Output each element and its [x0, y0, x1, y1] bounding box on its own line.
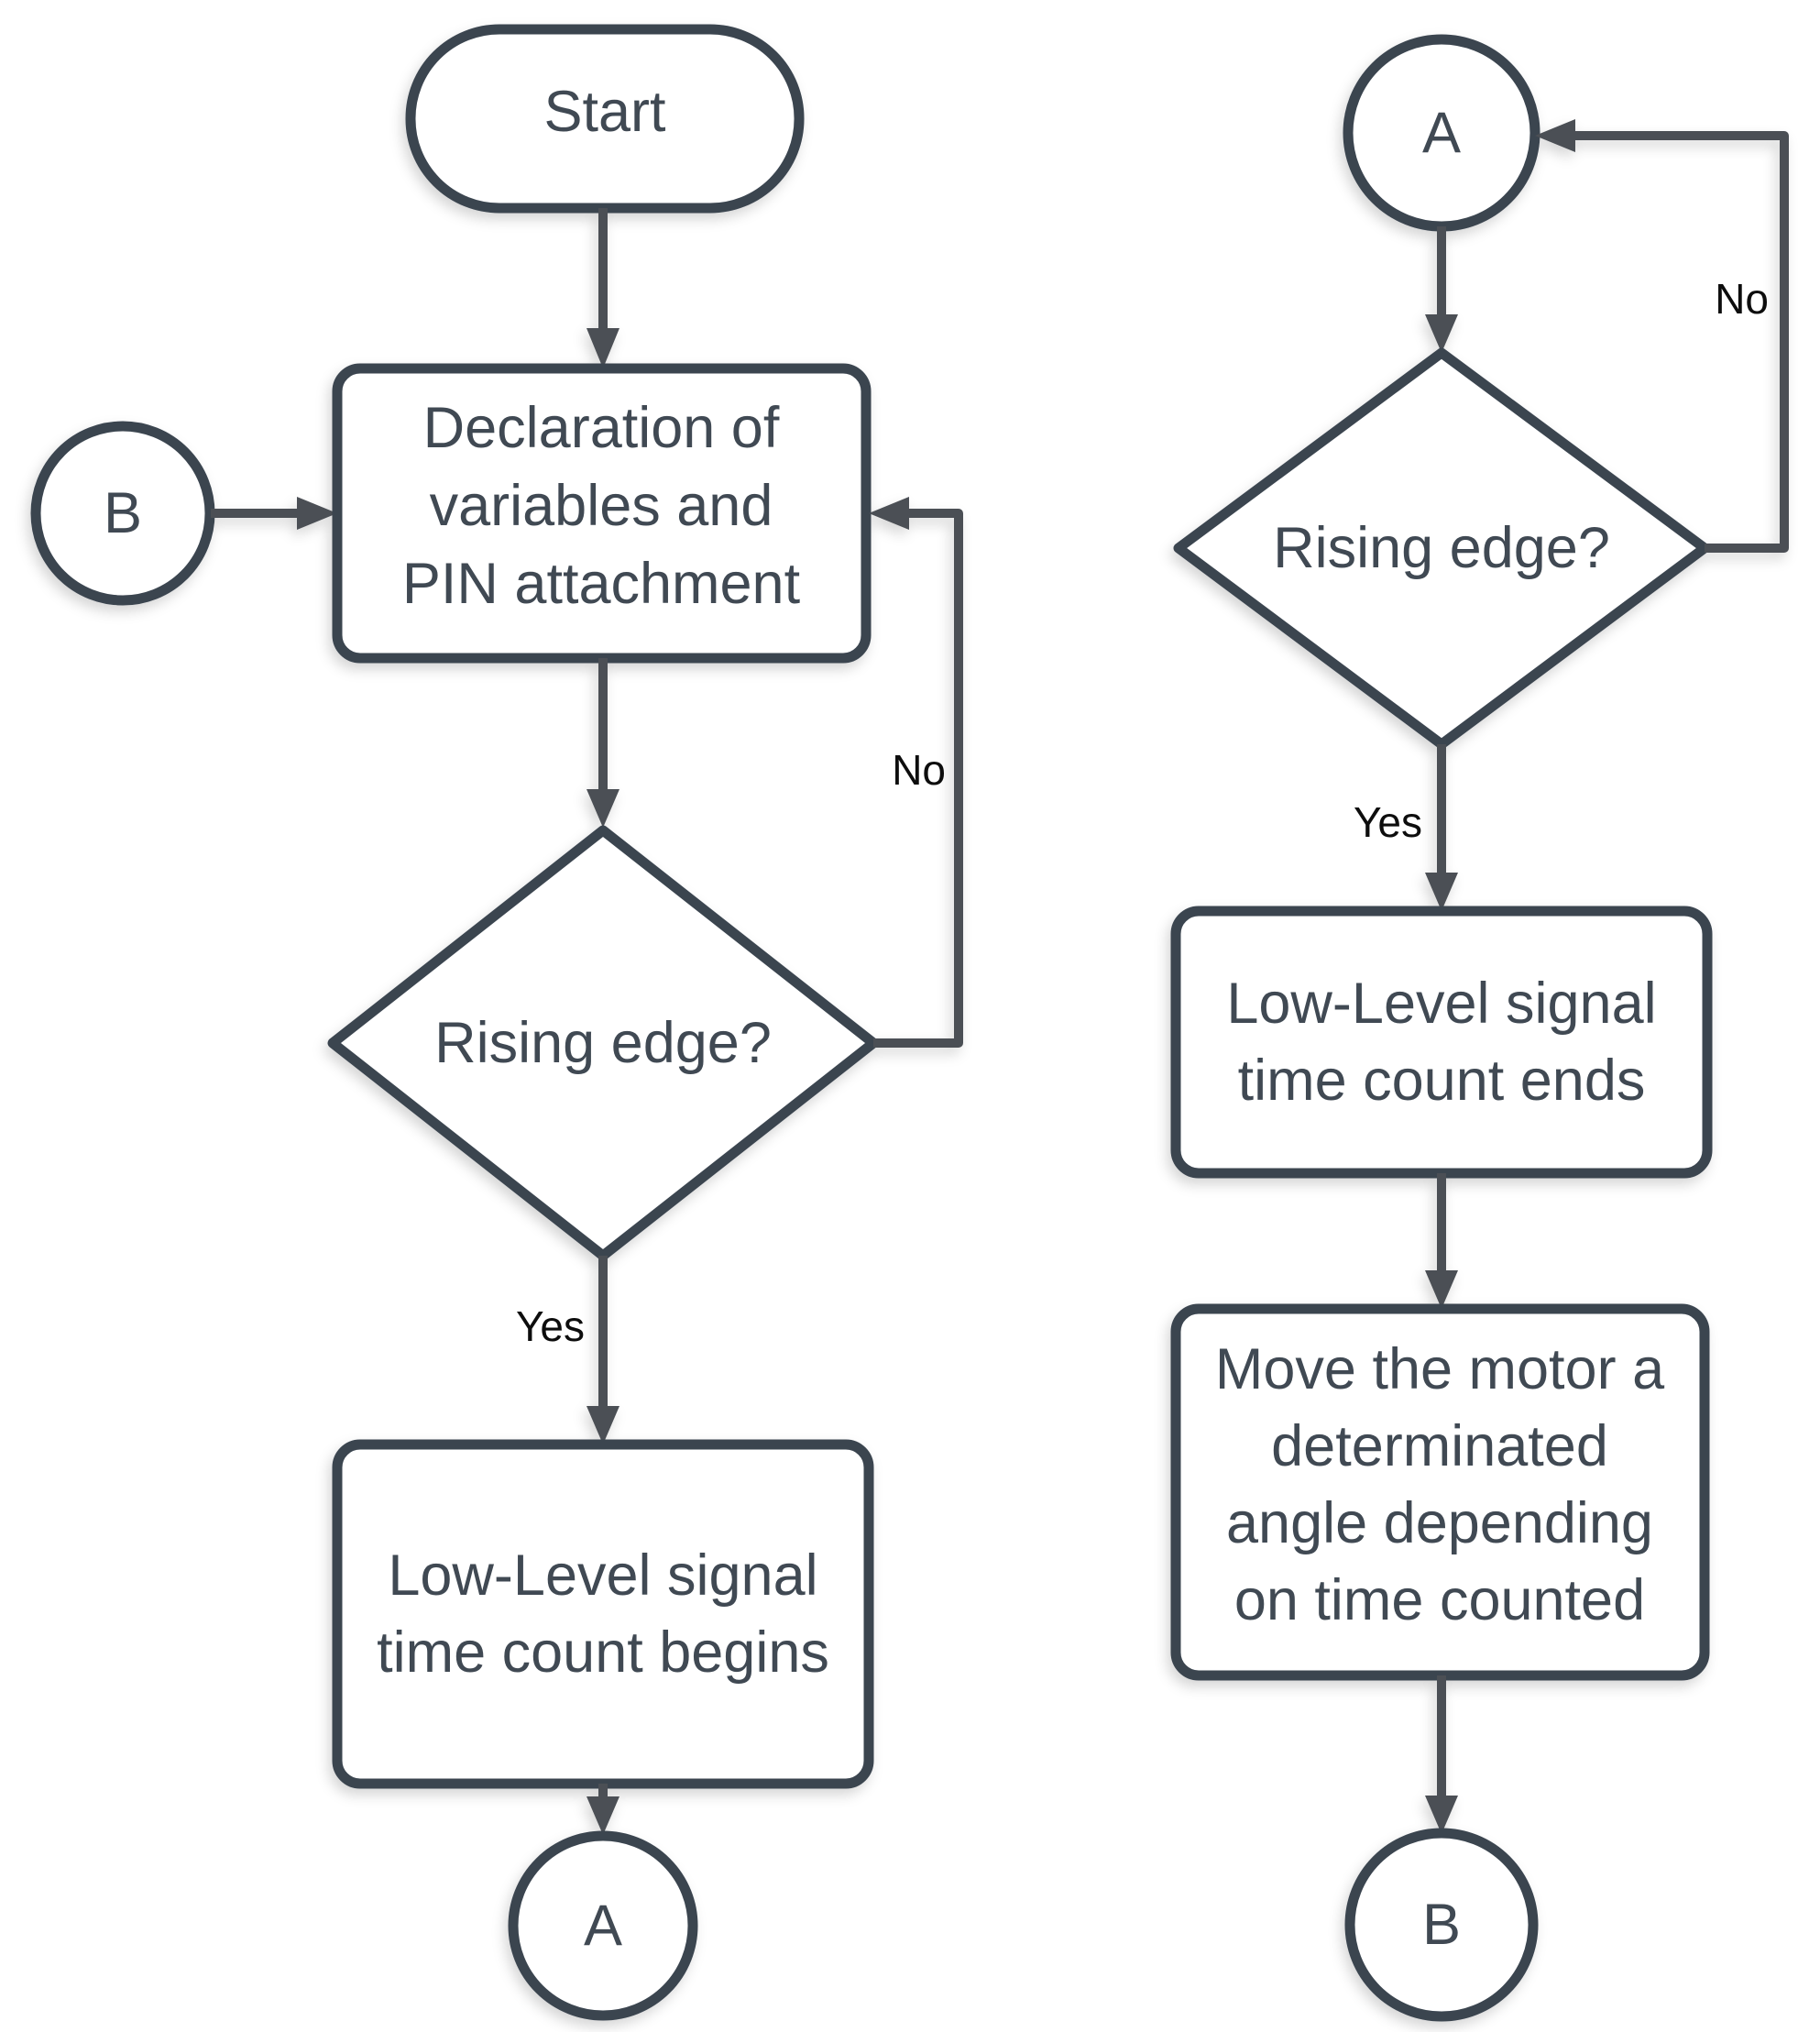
no-edge-label-left: No [892, 746, 946, 794]
arrowhead-into-decision-right-top [1425, 314, 1458, 353]
rising-edge-label-left: Rising edge? [434, 1011, 772, 1075]
offpage-b-circle-bottom-right [1344, 1828, 1539, 2022]
arrowhead-into-declaration-top [587, 328, 619, 368]
no-loop-left [873, 509, 963, 1048]
arrowhead-into-lowlevel-ends [1425, 873, 1458, 911]
start-label: Start [543, 80, 666, 144]
lowlevel-ends-box [1170, 906, 1713, 1179]
arrowhead-into-declaration-left [297, 497, 337, 530]
yes-edge-label-right: Yes [1354, 798, 1422, 846]
lowlevel-begins-box [332, 1439, 874, 1789]
arrowhead-into-lowlevel-begins [587, 1406, 619, 1444]
offpage-b-circle-left [30, 421, 215, 606]
offpage-a-label-top-right: A [1422, 101, 1461, 165]
yes-edge-label-left: Yes [516, 1302, 585, 1350]
arrowhead-into-offpage-b [1425, 1796, 1458, 1834]
arrowhead-into-decision-left-top [587, 789, 619, 828]
offpage-b-label-left: B [104, 481, 142, 545]
offpage-a-circle-bottom-left [508, 1830, 698, 2021]
arrowhead-into-move-motor [1425, 1270, 1458, 1309]
no-edge-label-right: No [1715, 275, 1769, 323]
arrowhead-no-loop-right [1535, 119, 1575, 152]
no-loop-right [1575, 131, 1789, 553]
offpage-b-label-bottom-right: B [1422, 1893, 1461, 1957]
arrowhead-into-offpage-a [587, 1796, 619, 1835]
offpage-a-label-bottom-left: A [584, 1894, 622, 1958]
rising-edge-label-right: Rising edge? [1273, 516, 1610, 580]
arrowhead-no-loop-left [869, 497, 909, 530]
